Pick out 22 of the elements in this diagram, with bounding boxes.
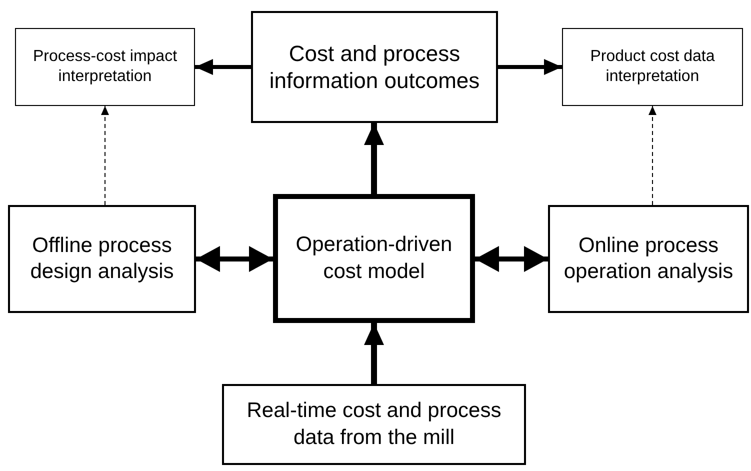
double-arrow (475, 246, 548, 272)
process-box (562, 28, 743, 106)
box-label: Product cost data interpretation (589, 47, 716, 87)
arrow (364, 323, 384, 384)
process-box (273, 194, 475, 323)
dashed-arrow (648, 106, 656, 206)
process-box (15, 28, 195, 106)
arrow (498, 59, 562, 75)
box-label: Operation-driven cost model (294, 232, 454, 284)
process-box (548, 205, 749, 313)
process-box (251, 11, 498, 123)
box-label: Real-time cost and process data from the mill (246, 398, 502, 450)
arrow (364, 123, 384, 194)
box-label: Process-cost impact interpretation (32, 47, 178, 87)
process-box (8, 205, 196, 313)
dashed-arrow (101, 106, 109, 206)
double-arrow (196, 246, 273, 272)
process-box (222, 384, 526, 465)
arrow (195, 59, 251, 75)
box-label: Cost and process information outcomes (268, 40, 481, 94)
box-label: Online process operation analysis (562, 232, 734, 285)
box-label: Offline process design analysis (29, 232, 175, 285)
